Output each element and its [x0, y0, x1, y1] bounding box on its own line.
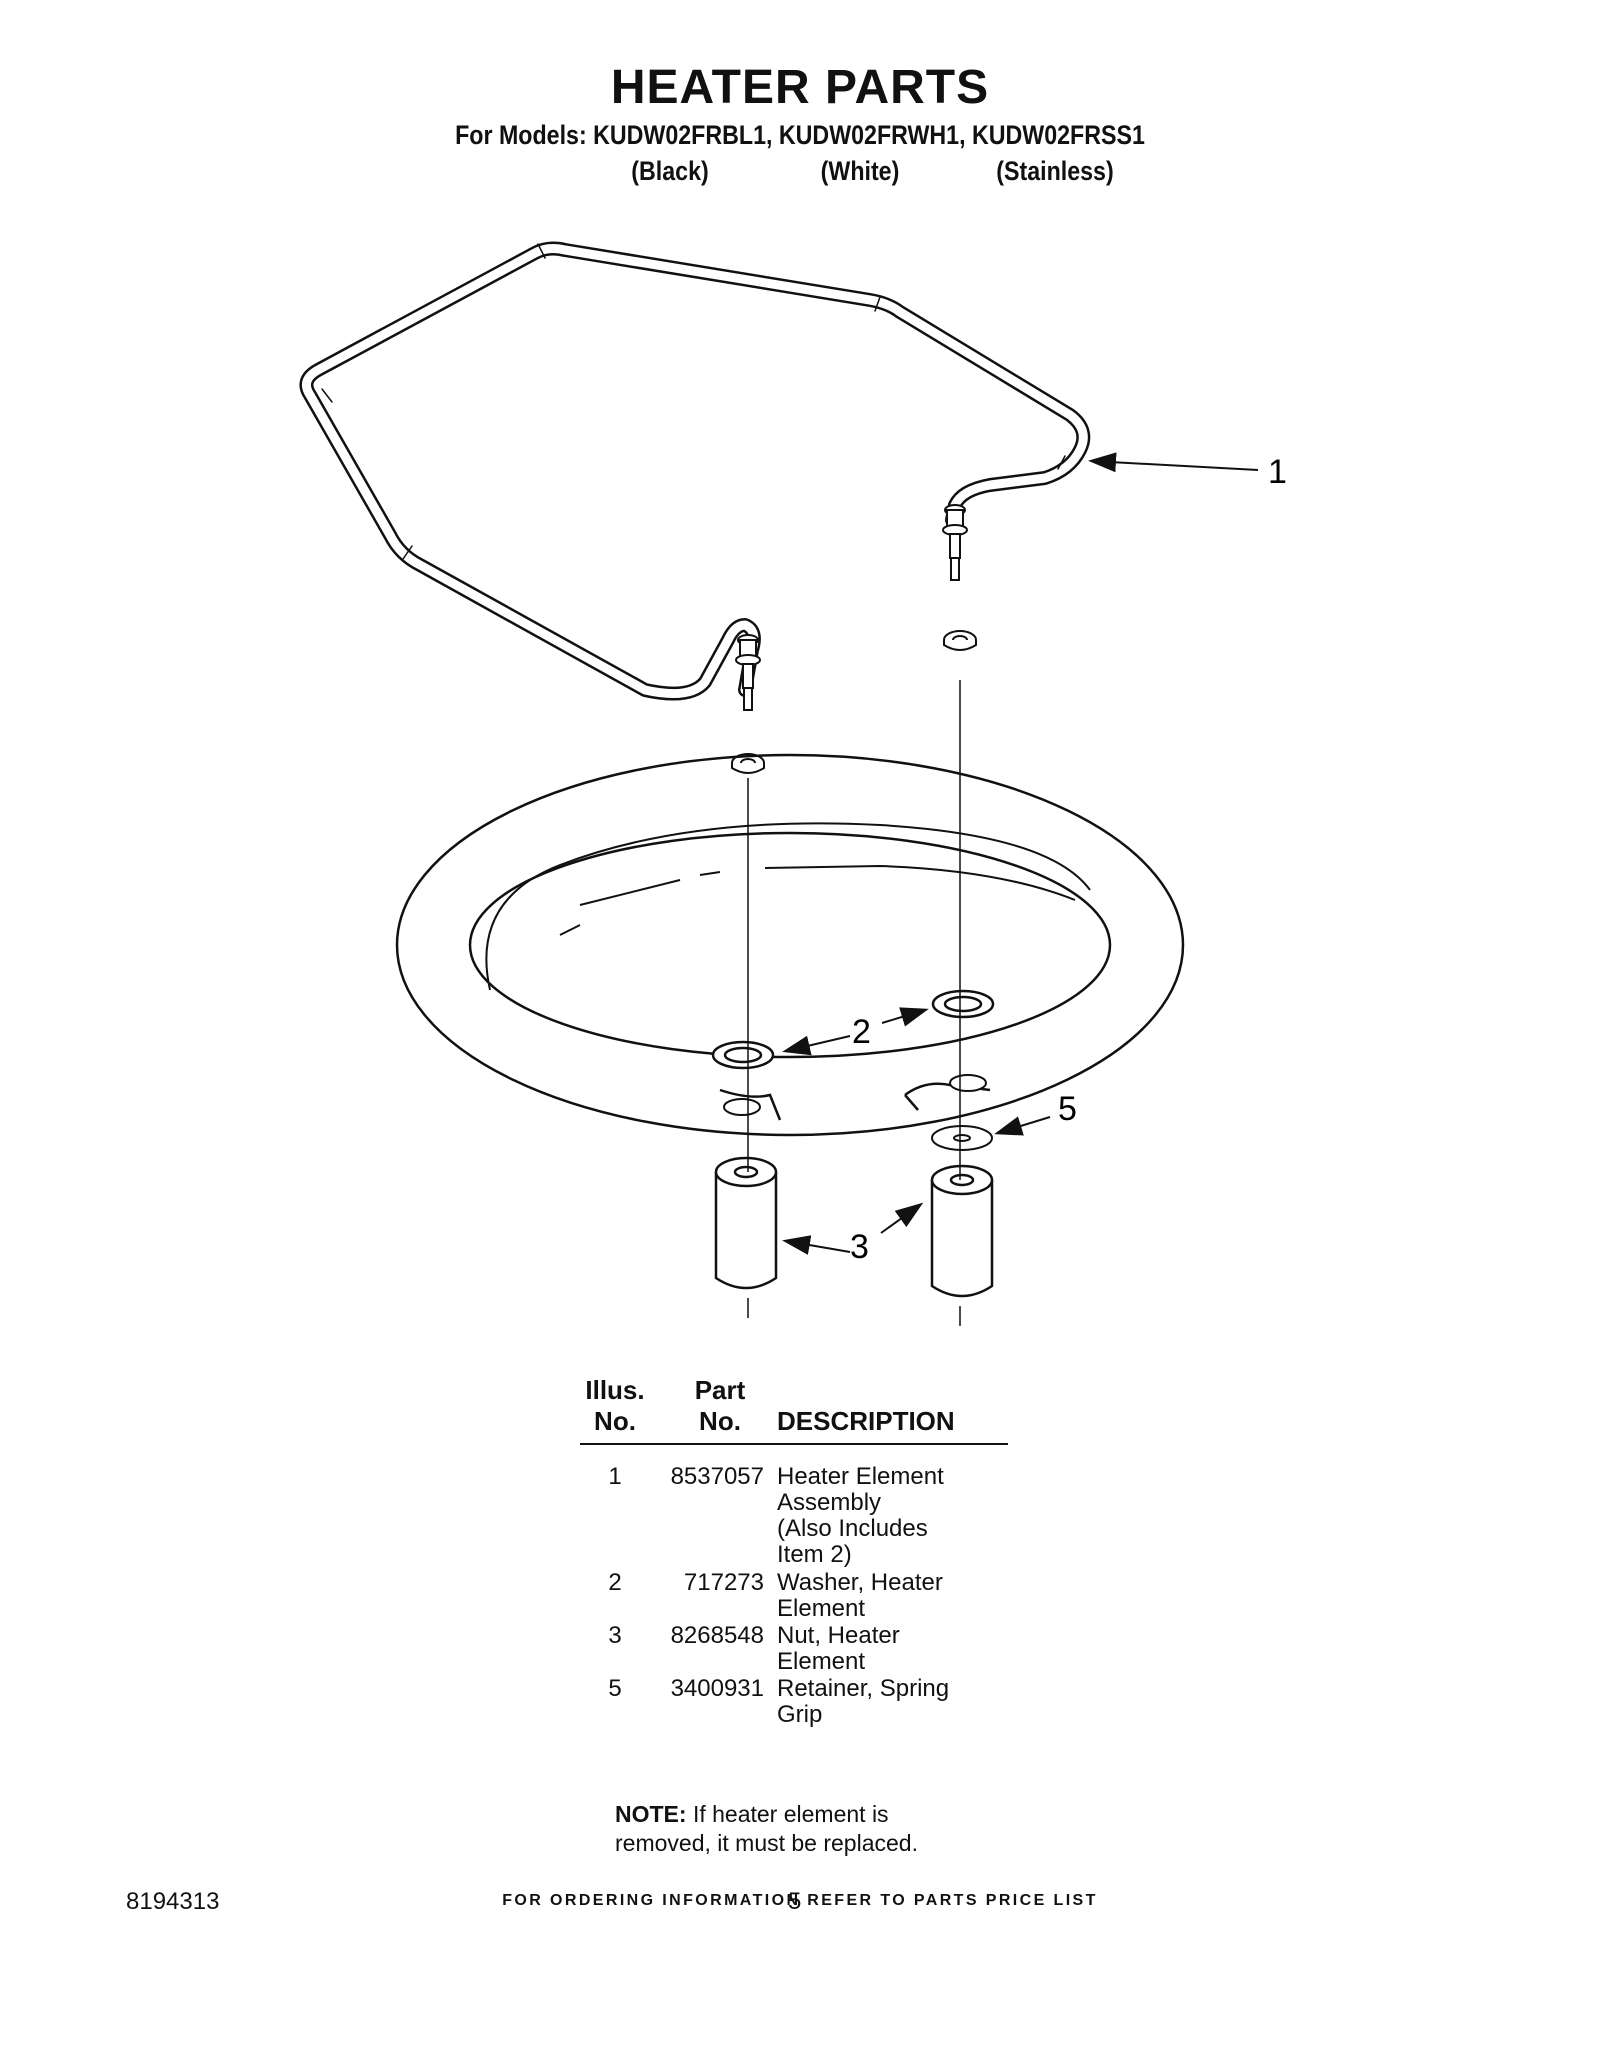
- variant-white: (White): [820, 156, 900, 186]
- variant-stainless: (Stainless): [996, 156, 1114, 186]
- washer-part-2-left: [711, 1040, 775, 1070]
- header-description: DESCRIPTION: [777, 1406, 955, 1436]
- row-1-description: Heater Element Assembly (Also Includes I…: [777, 1463, 944, 1568]
- nut-part-3-right: [930, 1164, 994, 1298]
- page-number: 5: [788, 1888, 802, 1915]
- row-3-description: Nut, Heater Element: [777, 1622, 900, 1675]
- header-part-no: Part No.: [694, 1375, 746, 1436]
- document-number: 8194313: [126, 1888, 220, 1915]
- note-label: NOTE:: [615, 1801, 687, 1827]
- nut-part-3-left: [714, 1156, 778, 1290]
- callout-2: 2: [852, 1013, 871, 1051]
- tub-ring: [395, 753, 1185, 1137]
- note-text-1: If heater element is: [686, 1801, 889, 1827]
- row-2-description: Washer, Heater Element: [777, 1569, 943, 1622]
- row-1-part: 8537057: [670, 1463, 764, 1490]
- right-terminal: [942, 504, 968, 581]
- page-title: HEATER PARTS: [610, 61, 990, 114]
- ordering-info: FOR ORDERING INFORMATION REFER TO PARTS …: [502, 1892, 1098, 1909]
- row-2-part: 717273: [683, 1569, 764, 1596]
- callout-1: 1: [1268, 453, 1287, 491]
- header-illus-no: Illus. No.: [585, 1375, 645, 1436]
- callout-5: 5: [1058, 1090, 1077, 1128]
- exploded-diagram: 1 2 3 5: [299, 241, 1287, 1326]
- row-5-part: 3400931: [670, 1675, 764, 1702]
- row-2-illus: 2: [608, 1569, 622, 1596]
- left-terminal: [735, 634, 761, 711]
- row-5-illus: 5: [608, 1675, 622, 1702]
- table-divider: [580, 1443, 1008, 1445]
- upper-washer-left: [731, 753, 765, 774]
- upper-washer-right: [943, 630, 977, 651]
- row-3-illus: 3: [608, 1622, 622, 1649]
- heater-element: [299, 241, 1091, 701]
- note: NOTE: If heater element is removed, it m…: [615, 1800, 975, 1858]
- note-text-2: removed, it must be replaced.: [615, 1830, 918, 1856]
- variant-black: (Black): [631, 156, 709, 186]
- models-line: For Models: KUDW02FRBL1, KUDW02FRWH1, KU…: [455, 120, 1145, 150]
- retainer-part-5: [931, 1125, 993, 1151]
- callout-3: 3: [850, 1228, 869, 1266]
- row-1-illus: 1: [608, 1463, 622, 1490]
- washer-part-2-right: [931, 989, 995, 1019]
- row-3-part: 8268548: [670, 1622, 764, 1649]
- row-5-description: Retainer, Spring Grip: [777, 1675, 950, 1728]
